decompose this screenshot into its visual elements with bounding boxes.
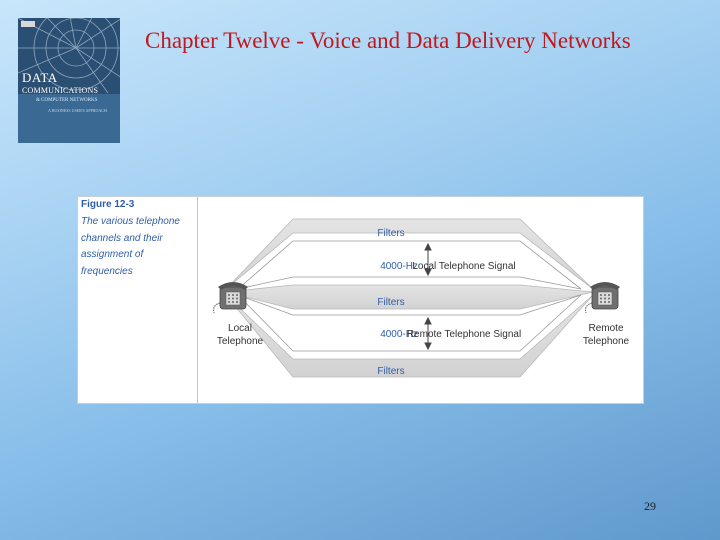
cover-subtitle: A BUSINESS USER'S APPROACH — [48, 108, 107, 113]
figure-panel: Figure 12-3 The various telephone channe… — [77, 196, 644, 404]
filters-middle-label: Filters — [377, 297, 404, 308]
remote-signal-label: Remote Telephone Signal — [407, 329, 521, 340]
filters-top-label: Filters — [377, 228, 404, 239]
cover-title-line1: DATA — [22, 70, 58, 85]
filters-bottom-label: Filters — [377, 366, 404, 377]
filter-band-top — [225, 218, 594, 290]
remote-phone-label-line2: Telephone — [583, 336, 630, 347]
bandwidth-bottom-label: 4000-Hz — [380, 329, 418, 340]
local-phone-label-line2: Telephone — [217, 336, 264, 347]
remote-phone-label-line1: Remote — [588, 323, 623, 334]
slide-title: Chapter Twelve - Voice and Data Delivery… — [145, 28, 631, 53]
bandwidth-arrow-top — [424, 242, 432, 277]
signal-channel-lines — [237, 240, 582, 352]
caption-heading: Figure 12-3 — [81, 199, 135, 210]
local-phone-label-line1: Local — [228, 323, 252, 334]
frequency-channel-diagram: Filters Filters Filters 4000-Hz 4000-Hz … — [213, 218, 630, 378]
book-cover-image: DATA COMMUNICATIONS & COMPUTER NETWORKS … — [18, 18, 120, 143]
local-signal-label: Local Telephone Signal — [412, 261, 515, 272]
page-number: 29 — [644, 499, 656, 513]
cover-title-line3: & COMPUTER NETWORKS — [36, 98, 98, 103]
figure-caption: Figure 12-3 The various telephone channe… — [78, 197, 198, 403]
cover-badge — [21, 21, 35, 27]
filter-band-middle — [225, 284, 594, 310]
remote-telephone-icon — [585, 282, 620, 314]
caption-text: The various telephone channels and their… — [81, 216, 180, 277]
antenna-dish-graphic — [18, 18, 120, 143]
bandwidth-arrow-bottom — [424, 316, 432, 351]
cover-title-line2: COMMUNICATIONS — [22, 86, 99, 95]
local-telephone-icon — [213, 282, 248, 314]
bandwidth-top-label: 4000-Hz — [380, 261, 418, 272]
